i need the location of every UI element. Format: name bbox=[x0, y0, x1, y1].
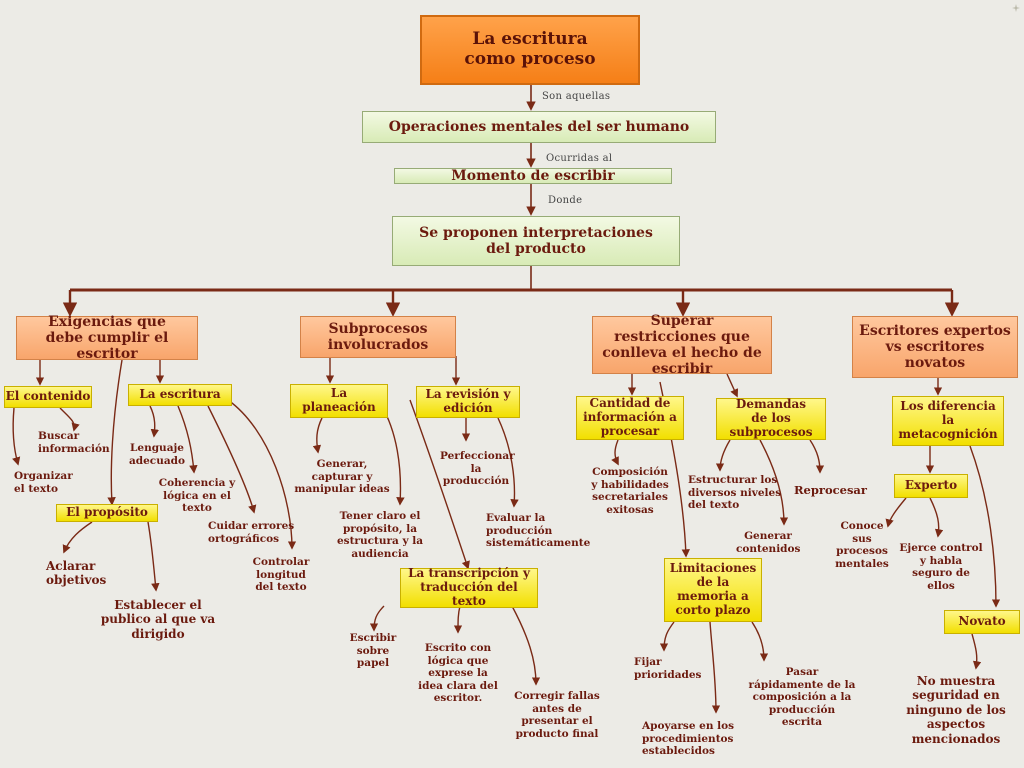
leaf-evaluar: Evaluar la producción sistemáticamente bbox=[486, 512, 591, 550]
node-el-proposito: El propósito bbox=[56, 504, 158, 522]
node-diferencia-text: Los diferencia la metacognición bbox=[898, 399, 998, 441]
leaf-conoce: Conoce sus procesos mentales bbox=[835, 520, 889, 570]
leaf-composicion: Composición y habilidades secretariales … bbox=[591, 466, 669, 516]
leaf-coherencia: Coherencia y lógica en el texto bbox=[158, 477, 236, 515]
node-novato-text: Novato bbox=[958, 614, 1006, 629]
label-ocurridas: Ocurridas al bbox=[546, 153, 613, 164]
node-la-escritura-text: La escritura bbox=[139, 387, 221, 402]
node-interpretaciones-text: Se proponen interpretaciones del product… bbox=[419, 224, 653, 257]
label-son-aquellas: Son aquellas bbox=[542, 91, 611, 102]
leaf-establecer: Establecer el publico al que va dirigido bbox=[100, 598, 216, 641]
node-operaciones: Operaciones mentales del ser humano bbox=[362, 111, 716, 143]
leaf-controlar: Controlar longitud del texto bbox=[252, 556, 310, 594]
branch-expertos: Escritores expertos vs escritores novato… bbox=[852, 316, 1018, 378]
node-interpretaciones: Se proponen interpretaciones del product… bbox=[392, 216, 680, 266]
title-node: La escritura como proceso bbox=[420, 15, 640, 85]
node-experto: Experto bbox=[894, 474, 968, 498]
leaf-lenguaje: Lenguaje adecuado bbox=[128, 442, 185, 467]
leaf-pasar: Pasar rápidamente de la composición a la… bbox=[748, 666, 856, 729]
leaf-corregir: Corregir fallas antes de presentar el pr… bbox=[514, 690, 600, 740]
leaf-apoyarse: Apoyarse en los procedimientos estableci… bbox=[642, 720, 735, 758]
node-el-contenido-text: El contenido bbox=[5, 389, 91, 404]
node-diferencia: Los diferencia la metacognición bbox=[892, 396, 1004, 446]
node-momento: Momento de escribir bbox=[394, 168, 672, 184]
corner-ornament-icon bbox=[1012, 4, 1020, 12]
node-revision-text: La revisión y edición bbox=[425, 387, 511, 415]
leaf-escrito-logica: Escrito con lógica que exprese la idea c… bbox=[418, 642, 498, 705]
node-la-escritura: La escritura bbox=[128, 384, 232, 406]
node-limitaciones: Limitaciones de la memoria a corto plazo bbox=[664, 558, 762, 622]
leaf-perfeccionar: Perfeccionar la producción bbox=[440, 450, 515, 488]
leaf-escribir-papel: Escribir sobre papel bbox=[349, 632, 397, 670]
node-cantidad: Cantidad de información a procesar bbox=[576, 396, 684, 440]
branch-expertos-text: Escritores expertos vs escritores novato… bbox=[859, 322, 1011, 372]
node-transcripcion: La transcripción y traducción del texto bbox=[400, 566, 538, 608]
leaf-aclarar: Aclarar objetivos bbox=[46, 559, 107, 588]
leaf-estructurar: Estructurar los diversos niveles del tex… bbox=[688, 474, 782, 512]
leaf-generar-contenidos: Generar contenidos bbox=[736, 530, 801, 555]
leaf-cuidar: Cuidar errores ortográficos bbox=[208, 520, 295, 545]
node-momento-text: Momento de escribir bbox=[451, 167, 615, 184]
leaf-tener: Tener claro el propósito, la estructura … bbox=[336, 510, 424, 560]
leaf-buscar: Buscar información bbox=[38, 430, 110, 455]
leaf-ejerce: Ejerce control y habla seguro de ellos bbox=[899, 542, 983, 592]
node-transcripcion-text: La transcripción y traducción del texto bbox=[408, 566, 530, 608]
branch-subprocesos: Subprocesos involucrados bbox=[300, 316, 456, 358]
node-revision: La revisión y edición bbox=[416, 386, 520, 418]
node-experto-text: Experto bbox=[904, 478, 958, 493]
node-cantidad-text: Cantidad de información a procesar bbox=[583, 396, 677, 438]
leaf-no-muestra: No muestra seguridad en ninguno de los a… bbox=[906, 674, 1006, 746]
node-planeacion: La planeación bbox=[290, 384, 388, 418]
node-planeacion-text: La planeación bbox=[302, 386, 376, 414]
branch-subprocesos-text: Subprocesos involucrados bbox=[327, 320, 429, 353]
node-limitaciones-text: Limitaciones de la memoria a corto plazo bbox=[669, 561, 757, 617]
label-donde: Donde bbox=[548, 195, 583, 206]
branch-superar-text: Superar restricciones que conlleva el he… bbox=[602, 312, 762, 378]
leaf-fijar: Fijar prioridades bbox=[634, 656, 702, 681]
node-demandas-text: Demandas de los subprocesos bbox=[729, 397, 813, 439]
branch-superar: Superar restricciones que conlleva el he… bbox=[592, 312, 772, 378]
node-el-proposito-text: El propósito bbox=[66, 505, 148, 520]
leaf-generar: Generar, capturar y manipular ideas bbox=[294, 458, 390, 496]
branch-exigencias: Exigencias que debe cumplir el escritor bbox=[16, 313, 198, 363]
leaf-reprocesar: Reprocesar bbox=[794, 483, 867, 497]
leaf-organizar: Organizar el texto bbox=[14, 470, 73, 495]
branch-exigencias-text: Exigencias que debe cumplir el escritor bbox=[45, 313, 169, 363]
node-operaciones-text: Operaciones mentales del ser humano bbox=[388, 118, 690, 135]
title-text: La escritura como proceso bbox=[464, 29, 596, 69]
node-novato: Novato bbox=[944, 610, 1020, 634]
node-demandas: Demandas de los subprocesos bbox=[716, 397, 826, 440]
node-el-contenido: El contenido bbox=[4, 386, 92, 408]
